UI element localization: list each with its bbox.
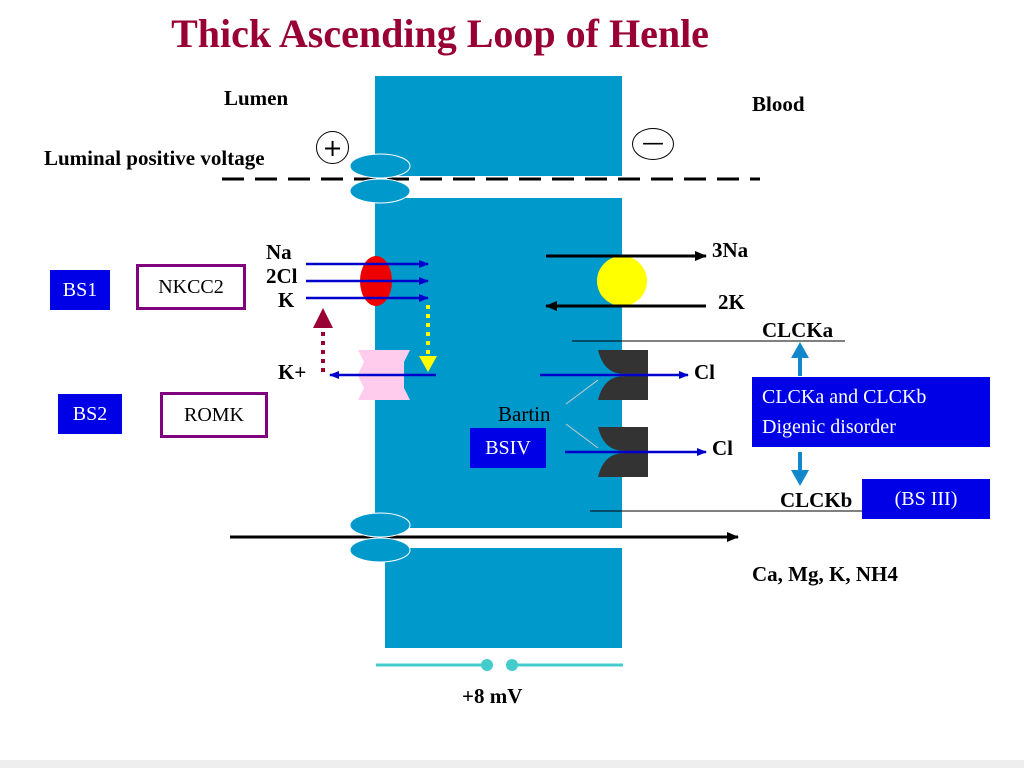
cl-channel-clckb-lower: [598, 453, 648, 477]
clcka-label: CLCKa: [762, 318, 834, 342]
bartin-label: Bartin: [498, 402, 551, 426]
clck-disorder-box: CLCKa and CLCKb Digenic disorder: [752, 377, 990, 447]
romk-channel: [358, 350, 410, 374]
cl-upper-label: Cl: [694, 360, 715, 384]
clckb-label: CLCKb: [780, 488, 853, 512]
three-na-label: 3Na: [712, 238, 749, 262]
luminal-voltage-label: Luminal positive voltage: [44, 146, 265, 170]
clck-disorder-line1: CLCKa and CLCKb: [762, 386, 927, 408]
bs1-box: BS1: [50, 270, 110, 310]
na-k-atpase-pump: [597, 256, 647, 306]
nkcc2-box: NKCC2: [136, 264, 246, 310]
nkcc2-label: NKCC2: [158, 276, 224, 298]
cl-lower-label: Cl: [712, 436, 733, 460]
bs3-label: (BS III): [894, 488, 958, 510]
k-secretion-arrowhead: [313, 308, 333, 328]
bsiv-box: BSIV: [470, 428, 546, 468]
minus-sign-circle: —: [632, 128, 674, 160]
plus-sign: +: [322, 133, 343, 162]
two-cl-label: 2Cl: [266, 264, 298, 288]
voltage-electrode-left: [481, 659, 493, 671]
tight-junction-protein-bottom-upper: [349, 512, 411, 538]
k-label: K: [278, 288, 295, 312]
bsiv-label: BSIV: [485, 437, 531, 459]
bartin-leader-upper: [565, 379, 599, 405]
page-title: Thick Ascending Loop of Henle: [171, 11, 709, 56]
cl-channel-clckb: [598, 427, 648, 451]
cations-label: Ca, Mg, K, NH4: [752, 562, 898, 586]
lumen-label: Lumen: [224, 86, 289, 110]
cl-channel-clcka: [598, 350, 648, 374]
tight-junction-protein-top-upper: [349, 153, 411, 179]
blood-label: Blood: [752, 92, 805, 116]
epithelial-cell: [375, 198, 622, 528]
cl-channel-clcka-lower: [598, 376, 648, 400]
k-plus-label: K+: [278, 360, 307, 384]
romk-channel-lower: [358, 376, 410, 400]
two-k-label: 2K: [718, 290, 745, 314]
voltage-label: +8 mV: [462, 684, 523, 708]
romk-label: ROMK: [183, 404, 244, 426]
clck-disorder-line2: Digenic disorder: [762, 416, 896, 438]
minus-sign: —: [642, 131, 664, 156]
plus-sign-circle: +: [316, 131, 349, 164]
tight-junction-cell-top: [375, 76, 622, 176]
connector-arrowhead-up: [791, 342, 809, 358]
epithelial-cell-lower: [385, 548, 622, 648]
tight-junction-protein-bottom-lower: [349, 537, 411, 563]
tight-junction-protein-top-lower: [349, 178, 411, 204]
bs2-box: BS2: [58, 394, 122, 434]
bartin-leader-lower: [565, 423, 599, 449]
dotted-arrowhead: [419, 356, 437, 372]
romk-box: ROMK: [160, 392, 268, 438]
bs2-label: BS2: [72, 403, 108, 425]
bs1-label: BS1: [62, 279, 98, 301]
bottom-band: [0, 760, 1024, 768]
na-label: Na: [266, 240, 292, 264]
bs3-box: (BS III): [862, 479, 990, 519]
connector-arrowhead-down: [791, 470, 809, 486]
